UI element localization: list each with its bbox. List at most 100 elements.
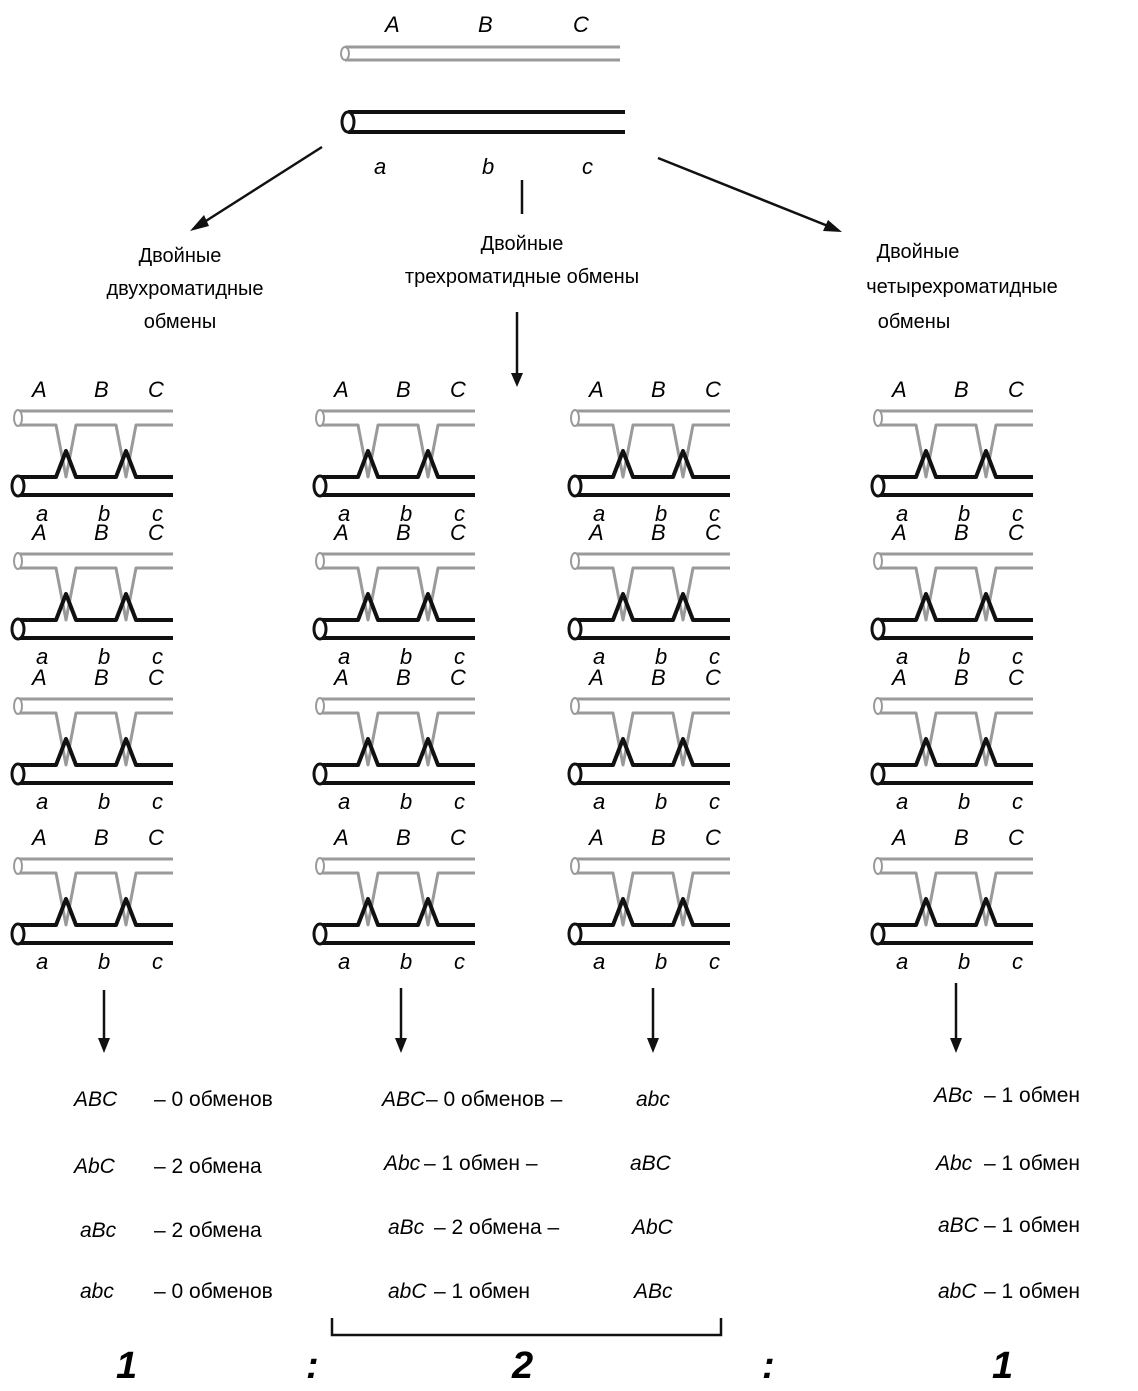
top-label-C: C: [573, 12, 589, 37]
result-two-genotype: abc: [80, 1280, 114, 1303]
upper-centromere: [315, 857, 325, 875]
upper-gene-label: B: [396, 665, 411, 690]
result-three-left: ABC: [380, 1088, 426, 1111]
result-three-left: Abc: [382, 1152, 421, 1175]
lower-crossover-chromatid: [18, 449, 173, 479]
caption-four-line3: обмены: [878, 311, 950, 333]
lower-crossover-chromatid: [878, 449, 1033, 479]
upper-gene-label: A: [890, 520, 907, 545]
upper-centromere: [315, 697, 325, 715]
lower-gene-label: c: [454, 949, 465, 974]
lower-crossover-chromatid: [575, 737, 730, 767]
result-four-text: – 1 обмен: [984, 1214, 1080, 1237]
ratio-value-1: 1: [116, 1345, 137, 1387]
upper-crossover-chromatid: [18, 871, 173, 927]
lower-centromere: [312, 617, 328, 641]
ratio-separator: :: [306, 1345, 319, 1387]
result-two-text: – 2 обмена: [154, 1155, 262, 1178]
lower-centromere: [10, 922, 26, 946]
upper-gene-label: C: [705, 377, 721, 402]
lower-crossover-chromatid: [575, 897, 730, 927]
lower-centromere: [10, 474, 26, 498]
lower-gene-label: b: [98, 789, 110, 814]
upper-gene-label: C: [148, 377, 164, 402]
upper-gene-label: A: [332, 520, 349, 545]
upper-centromere: [13, 552, 23, 570]
upper-gene-label: A: [890, 825, 907, 850]
lower-gene-label: c: [152, 789, 163, 814]
lower-gene-label: a: [593, 501, 605, 526]
upper-centromere: [873, 409, 883, 427]
upper-crossover-chromatid: [320, 871, 475, 927]
result-four-text: – 1 обмен: [984, 1280, 1080, 1303]
top-label-B: B: [478, 12, 493, 37]
upper-crossover-chromatid: [575, 566, 730, 622]
upper-gene-label: B: [651, 520, 666, 545]
result-two-text: – 2 обмена: [154, 1219, 262, 1242]
upper-crossover-chromatid: [575, 423, 730, 479]
top-label-A: A: [383, 12, 400, 37]
result-three-right: ABc: [632, 1280, 673, 1303]
lower-gene-label: a: [896, 501, 908, 526]
lower-gene-label: a: [36, 501, 48, 526]
upper-gene-label: C: [450, 825, 466, 850]
result-arrows: [98, 983, 962, 1053]
result-three-right: abc: [636, 1088, 670, 1111]
upper-centromere: [13, 409, 23, 427]
caption-four-line2: четырехроматидные: [866, 276, 1057, 298]
lower-centromere: [870, 922, 886, 946]
result-three-text: – 1 обмен: [434, 1280, 530, 1303]
result-three-text: – 2 обмена –: [434, 1216, 560, 1239]
upper-gene-label: C: [450, 520, 466, 545]
lower-crossover-chromatid: [18, 737, 173, 767]
upper-centromere: [13, 697, 23, 715]
lower-gene-label: a: [338, 949, 350, 974]
upper-gene-label: B: [396, 825, 411, 850]
upper-centromere: [13, 857, 23, 875]
upper-gene-label: C: [148, 665, 164, 690]
result-three-left: aBc: [388, 1216, 425, 1239]
lower-gene-label: b: [958, 789, 970, 814]
lower-gene-label: a: [338, 789, 350, 814]
lower-gene-label: b: [400, 644, 412, 669]
lower-centromere: [312, 922, 328, 946]
lower-gene-label: b: [98, 644, 110, 669]
upper-gene-label: B: [651, 665, 666, 690]
lower-gene-label: a: [338, 501, 350, 526]
upper-gene-label: A: [587, 520, 604, 545]
lower-gene-label: c: [709, 501, 720, 526]
ratio-value-3: 1: [992, 1345, 1013, 1387]
lower-gene-label: b: [98, 501, 110, 526]
upper-gene-label: C: [705, 825, 721, 850]
lower-gene-label: a: [593, 789, 605, 814]
lower-gene-label: c: [1012, 949, 1023, 974]
upper-centromere: [570, 697, 580, 715]
upper-gene-label: A: [587, 825, 604, 850]
lower-centromere: [567, 617, 583, 641]
upper-gene-label: A: [332, 665, 349, 690]
upper-crossover-chromatid: [878, 871, 1033, 927]
lower-centromere: [870, 474, 886, 498]
upper-gene-label: B: [94, 520, 109, 545]
upper-gene-label: C: [1008, 520, 1024, 545]
upper-crossover-chromatid: [320, 423, 475, 479]
lower-gene-label: b: [655, 644, 667, 669]
upper-gene-label: A: [30, 520, 47, 545]
upper-crossover-chromatid: [18, 423, 173, 479]
upper-gene-label: B: [94, 665, 109, 690]
result-three-left: abC: [388, 1280, 427, 1303]
lower-centromere: [10, 762, 26, 786]
top-label-b: b: [482, 154, 494, 179]
upper-gene-label: C: [148, 520, 164, 545]
lower-crossover-chromatid: [320, 737, 475, 767]
lower-gene-label: c: [152, 644, 163, 669]
